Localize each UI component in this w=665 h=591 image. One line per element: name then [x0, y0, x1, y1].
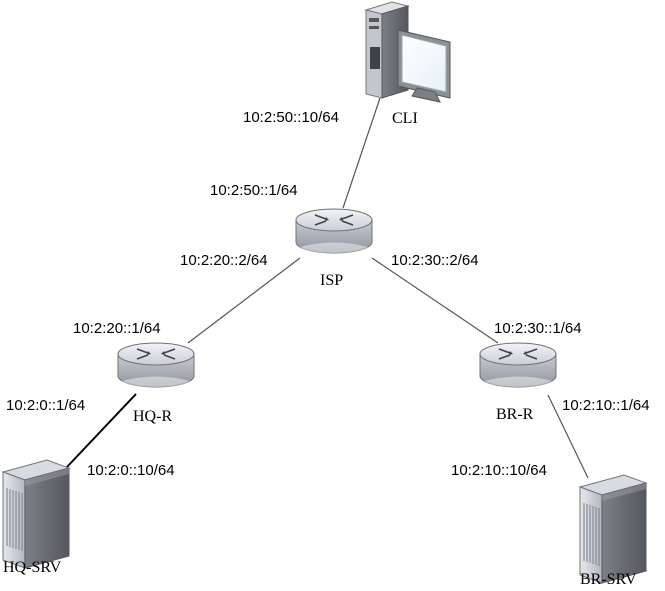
br-srv-server-icon[interactable] [579, 474, 647, 584]
link-isp-br-r [371, 257, 499, 344]
isp-label: ISP [320, 272, 343, 289]
br-r-label: BR-R [496, 406, 534, 423]
hq-srv-label: HQ-SRV [3, 559, 62, 576]
address-cli: 10:2:50::10/64 [243, 109, 339, 126]
cli-pc-icon[interactable] [365, 1, 451, 103]
br-r-router-icon[interactable] [479, 342, 557, 388]
link-cli-isp [342, 97, 381, 209]
address-br-r-srv: 10:2:10::1/64 [562, 397, 650, 414]
address-hq-r-srv: 10:2:0::1/64 [6, 397, 85, 414]
address-br-r-isp: 10:2:30::1/64 [494, 320, 582, 337]
address-isp-hq: 10:2:20::2/64 [180, 252, 268, 269]
br-srv-label: BR-SRV [580, 571, 637, 588]
address-isp-br: 10:2:30::2/64 [391, 252, 479, 269]
link-isp-hq-r [187, 257, 301, 344]
cli-label: CLI [392, 110, 418, 127]
hq-r-router-icon[interactable] [117, 342, 195, 388]
address-hq-r-isp: 10:2:20::1/64 [73, 320, 161, 337]
hq-srv-server-icon[interactable] [2, 459, 70, 569]
link-br-r-br-srv [547, 394, 589, 479]
isp-router-icon[interactable] [295, 208, 373, 254]
address-br-srv: 10:2:10::10/64 [451, 462, 547, 479]
hq-r-label: HQ-R [133, 408, 172, 425]
link-hq-r-hq-srv [65, 393, 137, 469]
address-hq-srv: 10:2:0::10/64 [87, 462, 175, 479]
address-isp-cli: 10:2:50::1/64 [210, 182, 298, 199]
